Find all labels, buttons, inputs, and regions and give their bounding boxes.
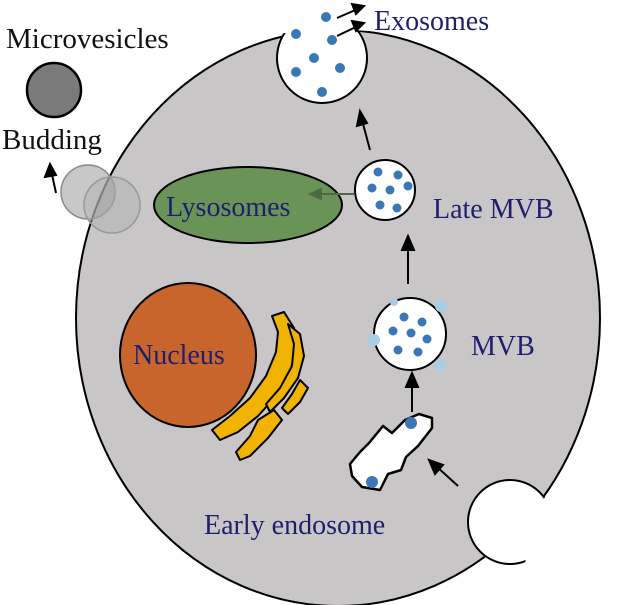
early-endosome (348, 412, 434, 492)
lmvb-to-exosome-arrow (355, 108, 371, 151)
exosome-cargo (291, 12, 345, 97)
microvesicles-label: Microvesicles (6, 23, 169, 55)
mvb-cargo (388, 312, 432, 357)
notch-bottom-mask (522, 470, 620, 600)
watermark: 知乎 @张蕤RUI (478, 568, 598, 588)
microvesicle (25, 61, 83, 119)
nucleus-label: Nucleus (133, 340, 225, 371)
exosomes-label: Exosomes (374, 6, 489, 37)
early-endosome-cargo (405, 417, 417, 429)
early-endosome-cargo (366, 476, 378, 488)
mvb-membrane-proteins (368, 298, 447, 371)
endosome-to-mvb-arrow (404, 370, 420, 412)
early-endosome-label: Early endosome (204, 510, 385, 541)
budding-label: Budding (2, 124, 102, 156)
nucleus (119, 282, 257, 428)
mvb-label: MVB (471, 331, 535, 362)
late-mvb-label: Late MVB (433, 194, 554, 225)
lysosome (153, 166, 343, 244)
uptake-arrow (427, 458, 459, 487)
golgi-apparatus (211, 311, 309, 461)
budding-vesicle (60, 164, 141, 234)
mvb-to-lmvb-arrow (400, 233, 416, 284)
budding-arrow (43, 161, 58, 194)
lmvb-to-lysosome-arrow (307, 187, 354, 201)
exosome-release-arrows (336, 2, 367, 37)
late-mvb-cargo (367, 167, 413, 213)
lysosomes-label: Lysosomes (166, 192, 290, 223)
